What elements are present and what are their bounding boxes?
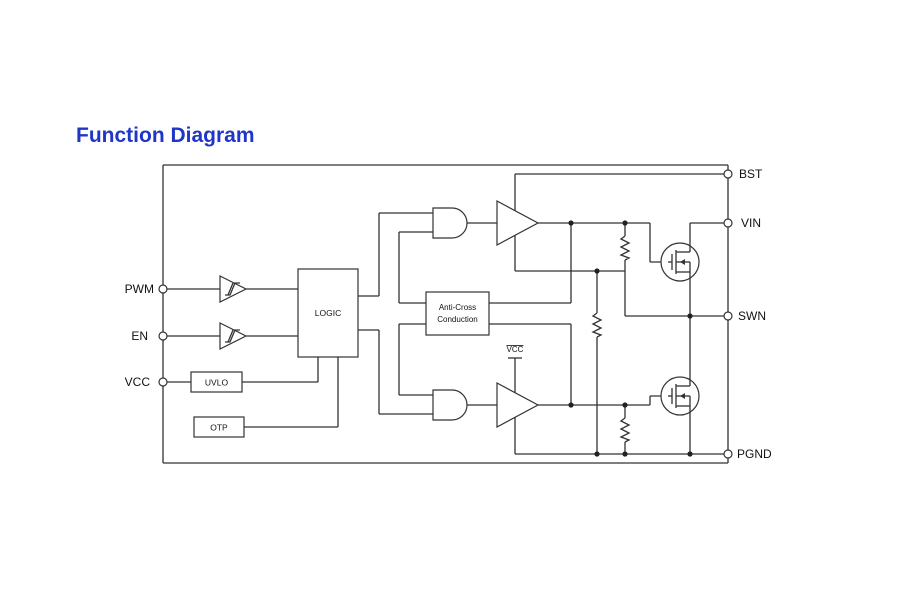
vcc-label: VCC xyxy=(125,375,151,389)
anti-cross-label-line2: Conduction xyxy=(437,315,477,324)
otp-label: OTP xyxy=(210,423,228,433)
logic-to-gates-wiring xyxy=(358,212,433,415)
uvlo-block xyxy=(190,371,243,393)
logic-label: LOGIC xyxy=(315,308,341,318)
pwm-label: PWM xyxy=(125,282,154,296)
vcc-pin xyxy=(158,377,168,387)
bst-pin xyxy=(723,169,733,179)
junction-dots xyxy=(568,220,693,457)
pulldown-resistor xyxy=(591,312,603,338)
en-pin xyxy=(158,331,168,341)
anti-cross-label-line1: Anti-Cross xyxy=(439,303,476,312)
low-side-mosfet xyxy=(660,376,700,416)
uvlo-label: UVLO xyxy=(205,378,229,388)
vin-pin xyxy=(723,218,733,228)
anti-cross-conduction-block xyxy=(425,291,490,336)
driver-vcc-label: VCC xyxy=(507,345,524,354)
logic-block xyxy=(297,268,359,358)
page-title: Function Diagram xyxy=(76,124,255,147)
input-wiring xyxy=(163,288,339,428)
vin-label: VIN xyxy=(741,216,761,230)
en-label: EN xyxy=(131,329,148,343)
low-side-gate-resistor xyxy=(619,417,631,443)
pwm-pin xyxy=(158,284,168,294)
en-schmitt-buffer xyxy=(219,322,248,350)
high-side-and-gate xyxy=(432,207,468,239)
high-side-driver xyxy=(496,199,540,247)
high-side-driver-wiring xyxy=(489,173,728,317)
swn-pin xyxy=(723,311,733,321)
otp-block xyxy=(193,416,245,438)
pgnd-label: PGND xyxy=(737,447,772,461)
high-side-mosfet xyxy=(660,242,700,282)
pwm-schmitt-buffer xyxy=(219,275,248,303)
low-side-driver xyxy=(496,381,540,429)
bst-label: BST xyxy=(739,167,763,181)
pgnd-pin xyxy=(723,449,733,459)
high-side-gate-resistor xyxy=(619,235,631,261)
swn-label: SWN xyxy=(738,309,766,323)
low-side-and-gate xyxy=(432,389,468,421)
